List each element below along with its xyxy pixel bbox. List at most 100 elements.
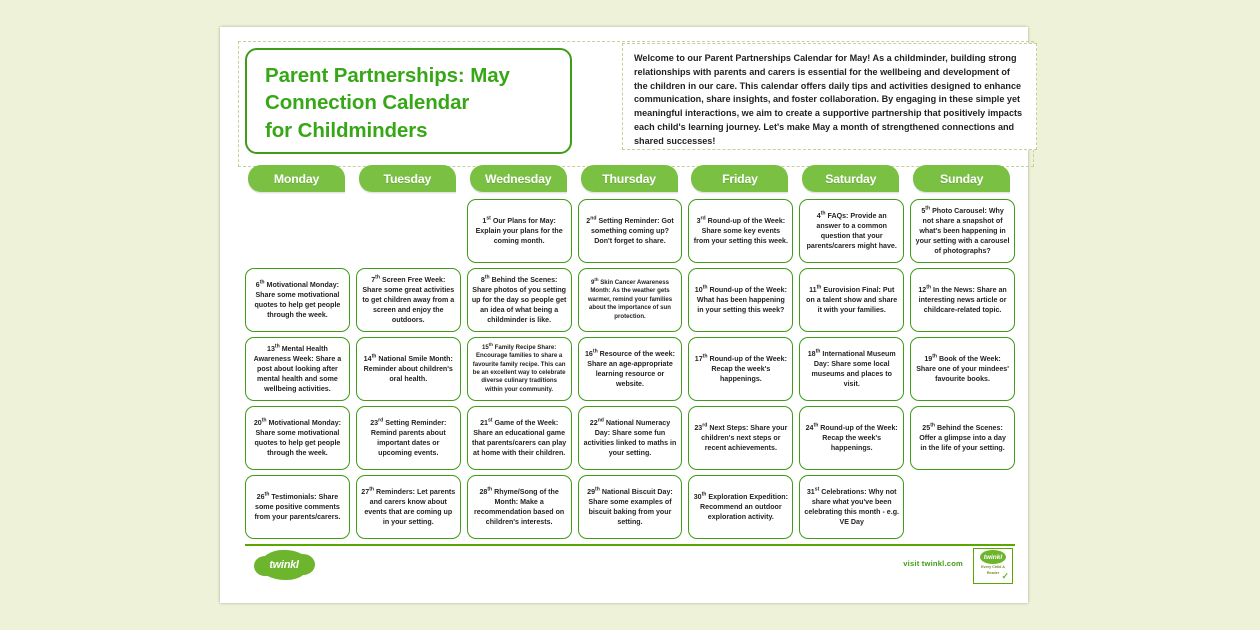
calendar-cell-day-28[interactable]: 28th Rhyme/Song of the Month: Make a rec…	[466, 475, 572, 539]
calendar-cell-date: 12th	[918, 284, 932, 294]
calendar-cell-day-5[interactable]: 5th Photo Carousel: Why not share a snap…	[910, 199, 1015, 263]
award-badge-icon: twinkl Every Child A Reader ✓	[973, 548, 1013, 584]
calendar-cell-day-21[interactable]: 21st Game of the Week: Share an educatio…	[466, 406, 572, 470]
calendar-cell-day-1[interactable]: 1st Our Plans for May: Explain your plan…	[466, 199, 572, 263]
day-header-tab: Wednesday	[469, 165, 567, 192]
calendar-cell-day-9[interactable]: 9th Skin Cancer Awareness Month: As the …	[577, 268, 683, 332]
page-title-text: Parent Partnerships: May Connection Cale…	[265, 62, 556, 144]
calendar-cell-date: 23rd	[694, 422, 708, 432]
day-header-monday: Monday	[245, 165, 350, 192]
calendar-cell-date: 11th	[809, 284, 822, 294]
calendar-cell-day-16[interactable]: 16th Resource of the week: Share an age-…	[577, 337, 683, 401]
calendar-cell-ordinal: th	[371, 353, 377, 360]
calendar-cell-day-13[interactable]: 13th Mental Health Awareness Week: Share…	[245, 337, 350, 401]
calendar-cell-ordinal: th	[702, 353, 708, 360]
calendar-cell-text: 19th Book of the Week: Share one of your…	[916, 353, 1009, 384]
calendar-cell-day-11[interactable]: 11th Eurovision Final: Put on a talent s…	[799, 268, 905, 332]
calendar-cell-day-30[interactable]: 30th Exploration Expedition: Recommend a…	[688, 475, 794, 539]
day-header-tab: Tuesday	[358, 165, 456, 192]
calendar-cell-day-31[interactable]: 31st Celebrations: Why not share what yo…	[799, 475, 905, 539]
calendar-cell-ordinal: th	[815, 348, 821, 355]
page-title-line-3: for Childminders	[265, 118, 428, 142]
day-header-tuesday: Tuesday	[356, 165, 461, 192]
calendar-cell-date: 9th	[591, 276, 599, 286]
calendar-week-row: 20th Motivational Monday: Share some mot…	[245, 406, 1015, 470]
calendar-cell-text: 18th International Museum Day: Share som…	[807, 348, 896, 389]
calendar-cell-text: 12th In the News: Share an interesting n…	[918, 284, 1007, 315]
calendar-cell-day-27[interactable]: 27th Reminders: Let parents and carers k…	[355, 475, 461, 539]
day-header-friday: Friday	[688, 165, 793, 192]
calendar-cell-day-24[interactable]: 24th Round-up of the Week: Recap the wee…	[799, 406, 905, 470]
calendar-cell-ordinal: th	[930, 422, 936, 429]
calendar-cell-date: 29th	[587, 486, 600, 496]
calendar-cell-day-12[interactable]: 12th In the News: Share an interesting n…	[910, 268, 1015, 332]
calendar-cell-text: 24th Round-up of the Week: Recap the wee…	[805, 422, 898, 453]
calendar-cell-day-22[interactable]: 22nd National Numeracy Day: Share some f…	[577, 406, 683, 470]
calendar-cell-day-23[interactable]: 23rd Next Steps: Share your children's n…	[688, 406, 794, 470]
calendar-cell-ordinal: th	[701, 491, 707, 498]
calendar-cell-date: 20th	[253, 417, 267, 427]
calendar-cell-date: 24th	[805, 422, 819, 432]
calendar-cell-text: 17th Round-up of the Week: Recap the wee…	[694, 353, 787, 384]
day-header-thursday: Thursday	[578, 165, 683, 192]
calendar-cell-date: 31st	[806, 486, 820, 496]
calendar-cell-day-18[interactable]: 18th International Museum Day: Share som…	[799, 337, 905, 401]
calendar-cell-ordinal: st	[487, 417, 493, 424]
calendar-cell-ordinal: th	[369, 486, 375, 493]
calendar-cell-day-10[interactable]: 10th Round-up of the Week: What has been…	[688, 268, 794, 332]
calendar-cell-date: 1st	[482, 215, 491, 225]
day-header-tab: Saturday	[802, 165, 900, 192]
calendar-cell-day-8[interactable]: 8th Behind the Scenes: Share photos of y…	[466, 268, 572, 332]
intro-panel: Welcome to our Parent Partnerships Calen…	[622, 43, 1037, 150]
calendar-cell-ordinal: th	[816, 284, 822, 291]
calendar-cell-day-17[interactable]: 17th Round-up of the Week: Recap the wee…	[688, 337, 794, 401]
calendar-cell-ordinal: th	[484, 274, 490, 281]
calendar-cell-day-2[interactable]: 2nd Setting Reminder: Got something comi…	[577, 199, 683, 263]
day-header-wednesday: Wednesday	[467, 165, 572, 192]
day-header-label: Sunday	[940, 171, 984, 186]
twinkl-logo-icon[interactable]: twinkl	[254, 550, 315, 580]
day-header-saturday: Saturday	[799, 165, 904, 192]
calendar-cell-text: 20th Motivational Monday: Share some mot…	[253, 417, 342, 458]
calendar-cell-day-3[interactable]: 3rd Round-up of the Week: Share some key…	[688, 199, 794, 263]
visit-link[interactable]: visit twinkl.com	[903, 559, 963, 568]
calendar-cell-day-20[interactable]: 20th Motivational Monday: Share some mot…	[245, 406, 350, 470]
page-title-line-2: Connection Calendar	[265, 91, 470, 115]
calendar-cell-ordinal: th	[813, 422, 819, 429]
calendar-cell-day-7[interactable]: 7th Screen Free Week: Share some great a…	[355, 268, 461, 332]
day-header-tab: Thursday	[580, 165, 678, 192]
calendar-cell-date: 17th	[694, 353, 708, 363]
calendar-cell-day-25[interactable]: 25th Behind the Scenes: Offer a glimpse …	[910, 406, 1015, 470]
calendar-cell-ordinal: th	[592, 348, 598, 355]
calendar-cell-ordinal: st	[486, 215, 491, 222]
calendar-cell-day-6[interactable]: 6th Motivational Monday: Share some moti…	[245, 268, 350, 332]
calendar-cell-day-23[interactable]: 23rd Setting Reminder: Remind parents ab…	[355, 406, 461, 470]
calendar-cell-day-14[interactable]: 14th National Smile Month: Reminder abou…	[355, 337, 461, 401]
calendar: Monday Tuesday Wednesday Thursday Friday Satu…	[245, 165, 1015, 544]
calendar-cell-ordinal: th	[702, 284, 708, 291]
calendar-cell-ordinal: st	[814, 486, 820, 493]
calendar-cell-date: 10th	[694, 284, 708, 294]
calendar-cell-ordinal: th	[264, 491, 270, 498]
calendar-cell-ordinal: th	[820, 210, 826, 217]
calendar-cell-text: 29th National Biscuit Day: Share some ex…	[587, 486, 673, 527]
calendar-cell-day-19[interactable]: 19th Book of the Week: Share one of your…	[910, 337, 1015, 401]
calendar-cell-day-26[interactable]: 26th Testimonials: Share some positive c…	[245, 475, 350, 539]
day-header-label: Wednesday	[485, 171, 552, 186]
calendar-week-row: 13th Mental Health Awareness Week: Share…	[245, 337, 1015, 401]
calendar-cell-day-15[interactable]: 15th Family Recipe Share: Encourage fami…	[466, 337, 572, 401]
calendar-cell-text: 2nd Setting Reminder: Got something comi…	[586, 215, 674, 246]
calendar-cell-date: 22nd	[589, 417, 604, 427]
calendar-cell-text: 22nd National Numeracy Day: Share some f…	[583, 417, 677, 458]
calendar-cell-date: 5th	[921, 205, 931, 215]
calendar-cell-date: 25th	[922, 422, 936, 432]
footer: twinkl visit twinkl.com twinkl Every Chi…	[245, 548, 1015, 588]
calendar-cell-text: 1st Our Plans for May: Explain your plan…	[475, 215, 563, 246]
document-sheet: Parent Partnerships: May Connection Cale…	[220, 27, 1037, 603]
calendar-cell-day-4[interactable]: 4th FAQs: Provide an answer to a common …	[799, 199, 905, 263]
calendar-cell-date: 3rd	[696, 215, 706, 225]
calendar-cell-text: 4th FAQs: Provide an answer to a common …	[806, 210, 897, 251]
calendar-cell-date: 26th	[256, 491, 270, 501]
calendar-cell-day-29[interactable]: 29th National Biscuit Day: Share some ex…	[577, 475, 683, 539]
calendar-cell-ordinal: th	[375, 274, 380, 281]
